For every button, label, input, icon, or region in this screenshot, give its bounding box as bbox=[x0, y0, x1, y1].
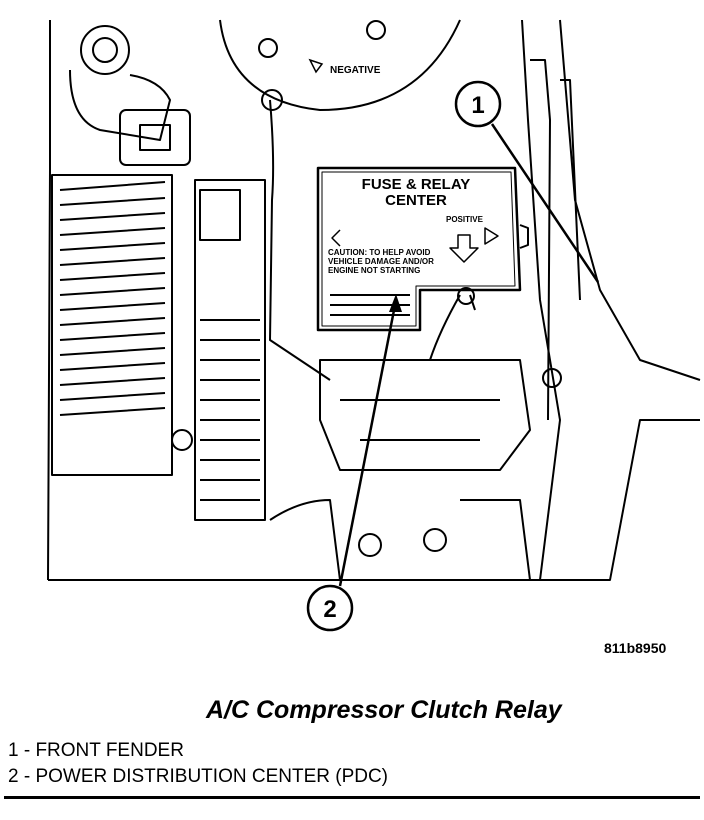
bolt bbox=[171, 429, 193, 451]
reservoir-cap bbox=[80, 25, 130, 75]
callout-2-number: 2 bbox=[323, 596, 336, 623]
bolt bbox=[366, 20, 386, 40]
positive-label: POSITIVE bbox=[446, 215, 484, 224]
callout-1: 1 bbox=[454, 80, 600, 283]
caution-line3: ENGINE NOT STARTING bbox=[328, 266, 420, 275]
legend: 1 - FRONT FENDER 2 - POWER DISTRIBUTION … bbox=[8, 738, 388, 790]
bolt bbox=[423, 528, 447, 552]
top-housing bbox=[219, 19, 461, 111]
caution-line1: CAUTION: TO HELP AVOID bbox=[328, 248, 431, 257]
figure-id: 811b8950 bbox=[604, 640, 667, 656]
connector-block bbox=[119, 109, 191, 166]
caution-line2: VEHICLE DAMAGE AND/OR bbox=[328, 257, 434, 266]
figure-title: A/C Compressor Clutch Relay bbox=[206, 696, 562, 724]
fender-edge-line bbox=[559, 19, 701, 381]
fender-channel bbox=[530, 59, 551, 421]
negative-label: NEGATIVE bbox=[330, 65, 381, 76]
left-frame-edge bbox=[47, 20, 51, 581]
engine-bay-illustration: FUSE & RELAY CENTER POSITIVE CAUTION: TO… bbox=[47, 19, 701, 632]
connector-block-tab bbox=[139, 124, 171, 151]
pdc-bracket-detail bbox=[340, 399, 500, 441]
bottom-rule bbox=[4, 796, 700, 799]
front-fender-panel bbox=[521, 19, 561, 581]
positive-terminal bbox=[457, 287, 475, 305]
callout-1-number: 1 bbox=[471, 92, 484, 119]
reservoir-body bbox=[69, 69, 171, 141]
fuse-relay-center-box bbox=[316, 166, 529, 332]
box-title-line2: CENTER bbox=[385, 192, 447, 209]
legend-item: 1 - FRONT FENDER bbox=[8, 740, 184, 761]
fender-channel-2 bbox=[560, 79, 581, 301]
bolt bbox=[358, 533, 382, 557]
positive-cable bbox=[429, 294, 476, 361]
callout-2: 2 bbox=[306, 294, 402, 632]
legend-item: 2 - POWER DISTRIBUTION CENTER (PDC) bbox=[8, 766, 389, 787]
relay-strip bbox=[194, 179, 266, 521]
pdc-bracket bbox=[319, 359, 531, 471]
bolt bbox=[258, 38, 278, 58]
bolt bbox=[542, 368, 562, 388]
lower-frame-edge bbox=[48, 419, 700, 581]
lower-bracket bbox=[269, 499, 531, 581]
negative-arrow-icon bbox=[308, 58, 324, 74]
reservoir-cap-inner bbox=[92, 37, 118, 63]
negative-terminal bbox=[261, 89, 283, 111]
negative-cable bbox=[269, 99, 331, 381]
box-title-line1: FUSE & RELAY bbox=[362, 176, 471, 193]
air-filter-housing bbox=[51, 174, 173, 476]
